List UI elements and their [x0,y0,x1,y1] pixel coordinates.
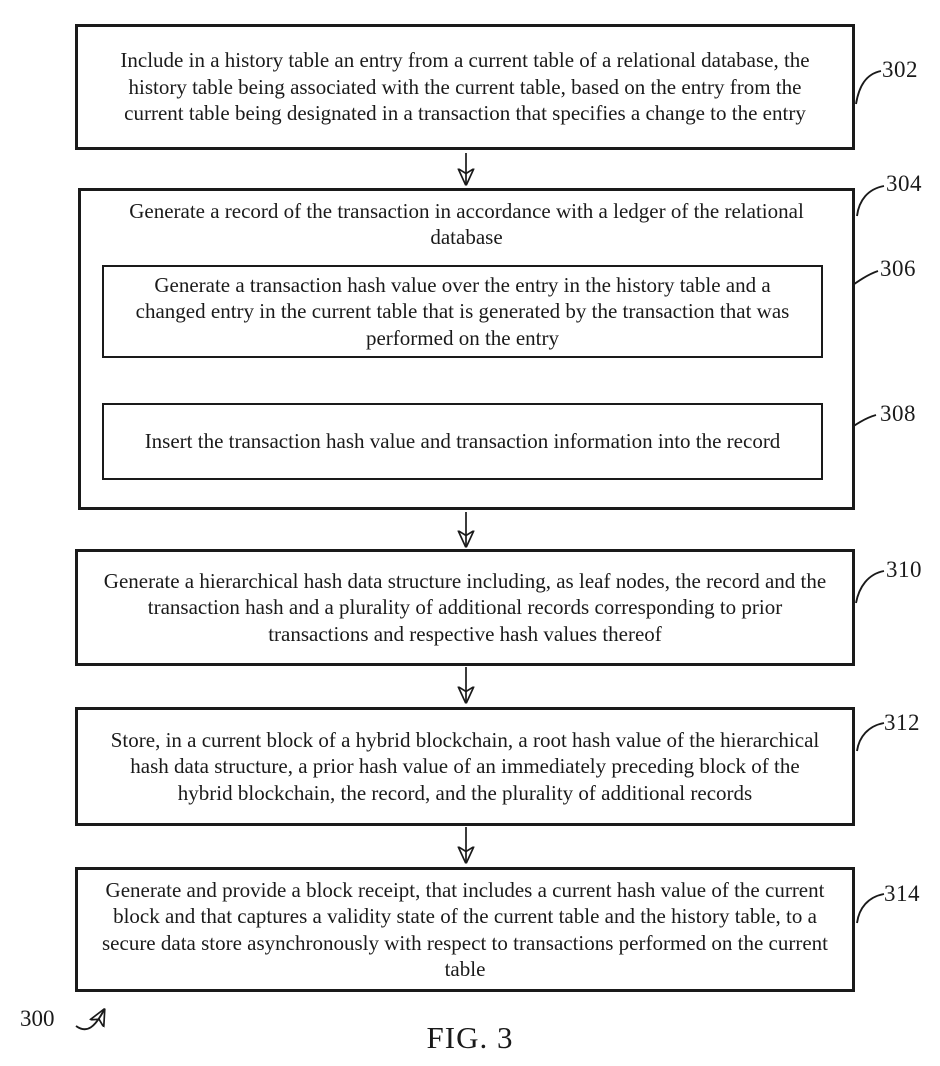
leader-314 [856,893,885,924]
figure-caption: FIG. 3 [426,1020,514,1055]
leader-310 [855,570,885,604]
flow-step-314-text: Generate and provide a block receipt, th… [102,877,828,981]
flow-step-312-text: Store, in a current block of a hybrid bl… [110,727,820,805]
flow-step-310-text: Generate a hierarchical hash data struct… [103,568,827,646]
ref-numeral-314: 314 [884,881,920,906]
flow-step-304: Generate a record of the transaction in … [78,188,855,510]
ref-numeral-304: 304 [886,171,922,196]
flow-step-312: Store, in a current block of a hybrid bl… [75,707,855,826]
ref-numeral-306: 306 [880,256,916,281]
leader-312 [856,722,885,752]
ref-numeral-302: 302 [882,57,918,82]
flow-step-302: Include in a history table an entry from… [75,24,855,150]
flow-step-306-text: Generate a transaction hash value over t… [135,272,790,350]
figure-number-label: 300 [20,1006,55,1031]
ref-numeral-312: 312 [884,710,920,735]
flow-step-314: Generate and provide a block receipt, th… [75,867,855,992]
flow-step-306: Generate a transaction hash value over t… [102,265,823,358]
flow-step-310: Generate a hierarchical hash data struct… [75,549,855,666]
ref-numeral-310: 310 [886,557,922,582]
flow-step-302-text: Include in a history table an entry from… [120,48,810,126]
ref-numeral-308: 308 [880,401,916,426]
flow-step-308-text: Insert the transaction hash value and tr… [144,429,781,454]
leader-302 [855,70,882,105]
leader-304 [856,185,885,217]
flow-step-304-text: Generate a record of the transaction in … [129,199,804,250]
flow-step-308: Insert the transaction hash value and tr… [102,403,823,480]
